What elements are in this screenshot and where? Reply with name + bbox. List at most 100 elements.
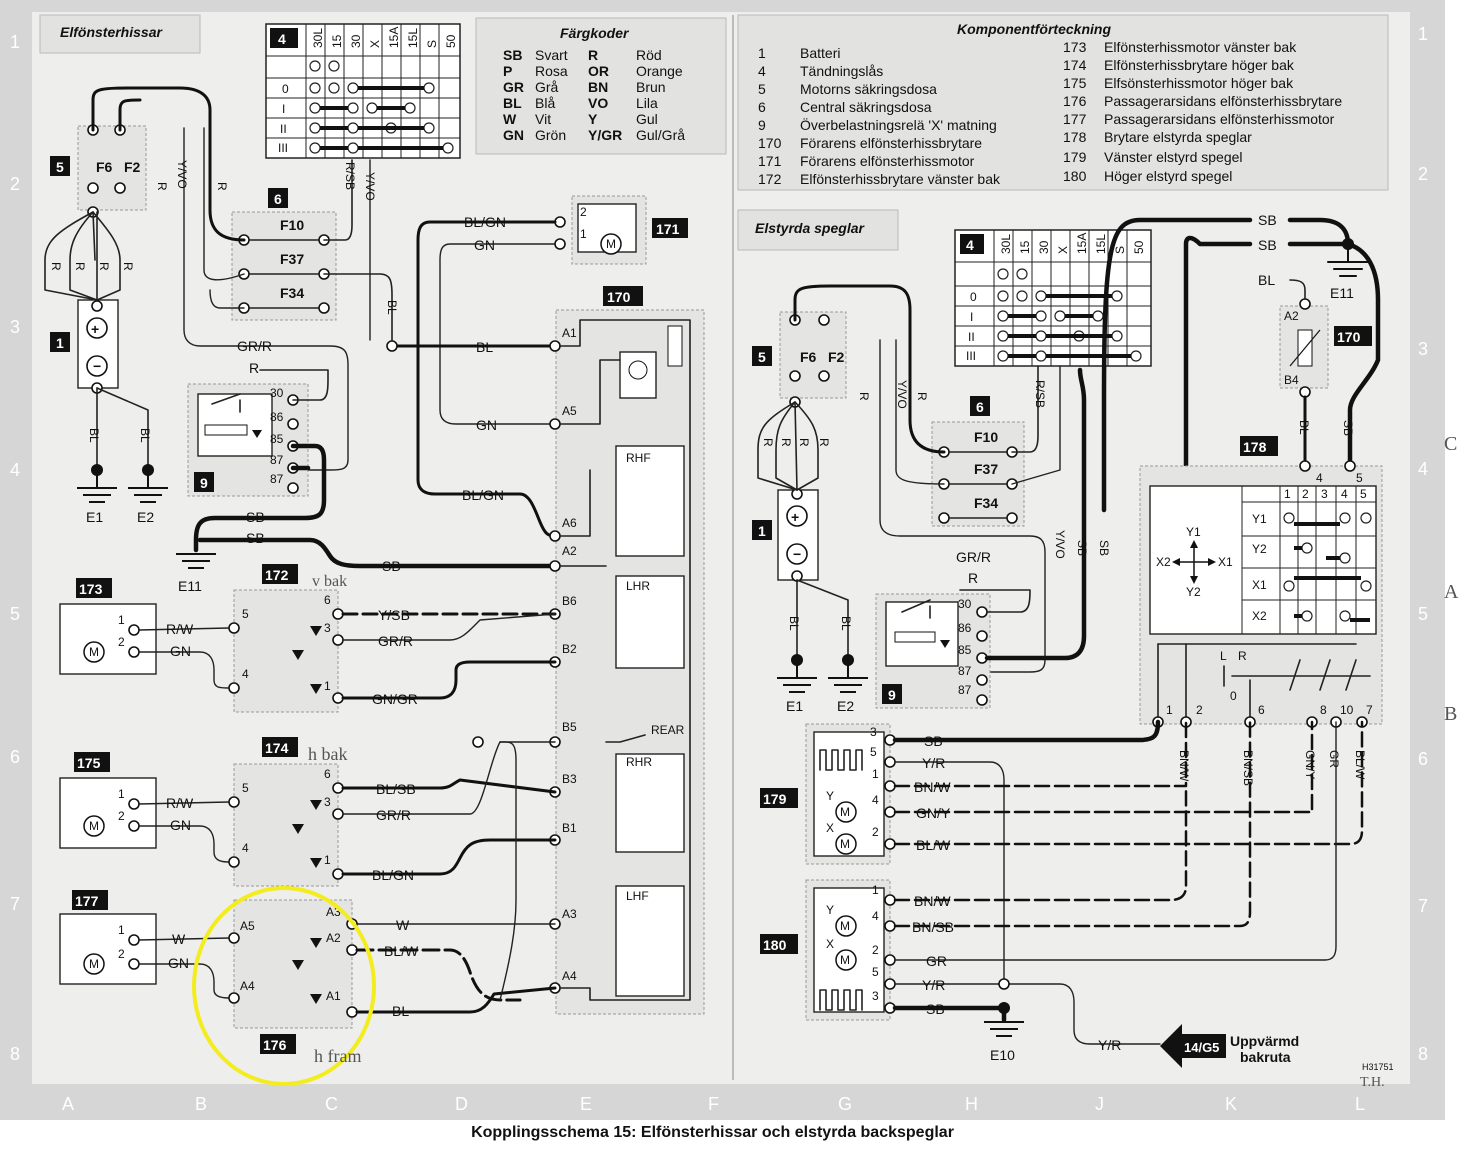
svg-text:10: 10 (1340, 703, 1354, 717)
svg-text:7: 7 (1366, 703, 1373, 717)
passenger-wire-labels: W GN W BL/W BL (168, 917, 419, 1019)
svg-text:GR: GR (503, 79, 524, 95)
svg-text:R: R (1238, 649, 1247, 663)
svg-text:Röd: Röd (636, 47, 662, 63)
battery-feed-wires (44, 211, 121, 301)
switch-170-left: 170 A1 A5 A6 A2 B6 B2 B5 B3 B1 A3 A4 (549, 286, 705, 1015)
svg-text:−: − (93, 358, 101, 374)
svg-text:B4: B4 (1284, 373, 1299, 387)
svg-text:5: 5 (56, 159, 64, 175)
ground-e1-e2: BL BL E1 E2 (77, 387, 168, 525)
svg-text:Batteri: Batteri (800, 45, 840, 61)
svg-text:Förarens elfönsterhissbrytare: Förarens elfönsterhissbrytare (800, 135, 982, 151)
svg-text:II: II (968, 330, 975, 344)
svg-text:M: M (89, 957, 99, 971)
svg-text:A1: A1 (326, 989, 341, 1003)
svg-text:B: B (1444, 703, 1457, 725)
svg-text:15: 15 (330, 34, 344, 48)
svg-text:5: 5 (242, 781, 249, 795)
svg-text:R: R (249, 360, 259, 376)
ignition-wires-left (91, 86, 393, 471)
battery-right-labels: R R R R BL BL E1 E2 (761, 438, 868, 714)
svg-text:SB: SB (246, 530, 265, 546)
svg-text:VO: VO (588, 95, 608, 111)
svg-text:Passagerarsidans elfönsterhiss: Passagerarsidans elfönsterhissbrytare (1104, 93, 1342, 109)
svg-text:h bak: h bak (308, 744, 348, 764)
svg-text:1: 1 (758, 45, 766, 61)
svg-text:GN: GN (474, 237, 495, 253)
svg-text:4: 4 (758, 63, 766, 79)
svg-text:9: 9 (888, 687, 896, 703)
rear-left-wire-labels: R/W GN Y/SB GR/R GN/GR (166, 607, 418, 707)
svg-text:R/W: R/W (166, 621, 194, 637)
svg-text:X2: X2 (1156, 555, 1171, 569)
svg-text:Y/R: Y/R (1098, 1037, 1121, 1053)
svg-text:BL: BL (787, 616, 801, 631)
svg-text:BL/W: BL/W (916, 837, 951, 853)
svg-text:X: X (368, 40, 382, 48)
svg-text:171: 171 (758, 153, 782, 169)
svg-text:1: 1 (872, 883, 879, 897)
svg-text:GN/Y: GN/Y (916, 805, 951, 821)
svg-text:Motorns säkringsdosa: Motorns säkringsdosa (800, 81, 937, 97)
passenger-wires (138, 741, 557, 1014)
svg-text:5: 5 (242, 607, 249, 621)
fuse-box-5-right: 5 F6 F2 (752, 311, 847, 408)
svg-text:F34: F34 (280, 285, 304, 301)
svg-text:180: 180 (763, 937, 787, 953)
svg-text:R: R (779, 438, 793, 447)
svg-text:M: M (840, 837, 850, 851)
svg-text:II: II (280, 122, 287, 136)
svg-text:W: W (172, 931, 186, 947)
svg-text:R: R (857, 392, 871, 401)
svg-text:Y2: Y2 (1186, 585, 1201, 599)
svg-text:179: 179 (763, 791, 787, 807)
svg-text:F10: F10 (280, 217, 304, 233)
svg-text:BL/GN: BL/GN (462, 487, 504, 503)
svg-text:M: M (89, 819, 99, 833)
svg-text:1: 1 (118, 787, 125, 801)
svg-text:8: 8 (1320, 703, 1327, 717)
svg-text:LHR: LHR (626, 579, 650, 593)
grid-row-1-right: 1 (1418, 24, 1428, 44)
svg-text:1: 1 (758, 523, 766, 539)
mirror-wires (892, 719, 1364, 1045)
diagram-caption: Kopplingsschema 15: Elfönsterhissar och … (471, 1124, 954, 1141)
svg-text:RHR: RHR (626, 755, 652, 769)
svg-text:W: W (396, 917, 410, 933)
svg-text:85: 85 (270, 432, 284, 446)
ignition-wires-right (793, 284, 1061, 673)
grid-col-d: D (455, 1094, 468, 1114)
motor-173: 173 M 1 2 (59, 578, 157, 675)
svg-text:1: 1 (324, 679, 331, 693)
svg-text:0: 0 (1230, 689, 1237, 703)
svg-text:2: 2 (118, 809, 125, 823)
svg-text:SB: SB (246, 509, 265, 525)
svg-text:30: 30 (349, 34, 363, 48)
grid-row-8-right: 8 (1418, 1044, 1428, 1064)
svg-text:Elfönsterhissmotor vänster bak: Elfönsterhissmotor vänster bak (1104, 39, 1297, 55)
svg-text:Y: Y (826, 903, 834, 917)
mirror-switch-wire-labels: BN/W BN/SB GN/Y GR BL/W (1177, 750, 1367, 786)
mirror-switch-178: 178 4 5 1 2 3 4 5 Y1 Y2 X1 X2 (1139, 436, 1383, 728)
svg-text:5: 5 (870, 745, 877, 759)
ignition-switch-table-right: 4 30L 15 30 X 15A 15L S 50 0 I II III (954, 229, 1152, 367)
svg-text:R: R (915, 392, 929, 401)
svg-text:SB: SB (503, 47, 522, 63)
svg-text:BL: BL (87, 428, 101, 443)
grid-row-7-right: 7 (1418, 896, 1428, 916)
svg-text:177: 177 (75, 893, 99, 909)
svg-text:4: 4 (872, 793, 879, 807)
svg-text:SB: SB (926, 1001, 945, 1017)
svg-text:173: 173 (79, 581, 103, 597)
svg-text:BN/SB: BN/SB (912, 919, 954, 935)
svg-text:Y/VO: Y/VO (1053, 530, 1067, 559)
grid-col-j: J (1095, 1094, 1104, 1114)
svg-text:BL: BL (1258, 272, 1275, 288)
svg-text:87: 87 (958, 683, 972, 697)
grid-col-h: H (965, 1094, 978, 1114)
ignition-switch-table-left: 4 30L 15 30 X 15A 15L S 50 0 I II III (265, 23, 461, 159)
svg-text:BN/W: BN/W (914, 779, 951, 795)
svg-text:Y/VO: Y/VO (363, 172, 377, 201)
